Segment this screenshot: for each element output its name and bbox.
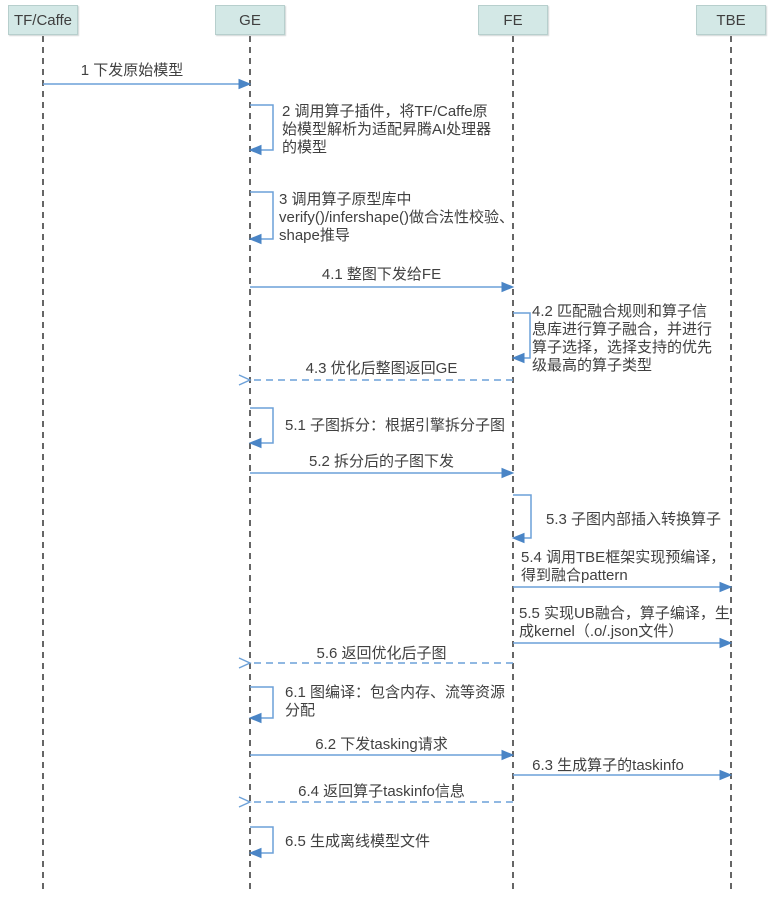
message-5.5-arrowhead-icon <box>719 637 733 649</box>
message-6.5-label: 6.5 生成离线模型文件 <box>285 833 431 850</box>
message-4.3-open-arrowhead-icon <box>238 374 252 386</box>
actor-label-ge: GE <box>239 11 261 29</box>
message-6.1-label: 6.1 图编译：包含内存、流等资源 分配 <box>285 684 506 719</box>
message-5.1-self-loop <box>250 407 274 444</box>
message-4.2-label: 4.2 匹配融合规则和算子信 息库进行算子融合，并进行 算子选择，选择支持的优先… <box>532 303 713 374</box>
message-1-label: 1 下发原始模型 <box>80 62 184 79</box>
message-5.2-label: 5.2 拆分后的子图下发 <box>308 453 455 470</box>
message-5.5-label: 5.5 实现UB融合，算子编译，生 成kernel（.o/.json文件） <box>519 605 730 640</box>
message-4.2-arrowhead-icon <box>511 352 525 364</box>
actor-box-fe: FE <box>478 5 548 35</box>
message-2-arrowhead-icon <box>248 144 262 156</box>
message-5.6-label: 5.6 返回优化后子图 <box>316 645 447 662</box>
message-6.3-arrowhead-icon <box>719 769 733 781</box>
message-5.3-label: 5.3 子图内部插入转换算子 <box>546 511 722 528</box>
message-6.1-arrowhead-icon <box>248 712 262 724</box>
message-1-arrowhead-icon <box>238 78 252 90</box>
message-6.5-self-loop <box>250 826 274 854</box>
message-6.5-arrowhead-icon <box>248 847 262 859</box>
message-5.6-open-arrowhead-icon <box>238 657 252 669</box>
message-4.1-arrowhead-icon <box>501 281 515 293</box>
actor-box-tbe: TBE <box>696 5 766 35</box>
message-5.4-arrowhead-icon <box>719 581 733 593</box>
message-4.1-label: 4.1 整图下发给FE <box>321 266 442 283</box>
message-6.2-label: 6.2 下发tasking请求 <box>315 736 448 753</box>
actor-box-ge: GE <box>215 5 285 35</box>
message-5.4-label: 5.4 调用TBE框架实现预编译， 得到融合pattern <box>521 549 726 584</box>
actor-label-tf-caffe: TF/Caffe <box>13 11 73 29</box>
message-3-arrowhead-icon <box>248 233 262 245</box>
message-6.2-arrowhead-icon <box>501 749 515 761</box>
message-6.4-open-arrowhead-icon <box>238 796 252 808</box>
message-5.3-self-loop <box>513 494 532 539</box>
message-2-label: 2 调用算子插件，将TF/Caffe原 始模型解析为适配昇腾AI处理器 的模型 <box>282 103 492 156</box>
message-6.1-self-loop <box>250 686 274 719</box>
message-5.2-arrowhead-icon <box>501 467 515 479</box>
message-5.1-arrowhead-icon <box>248 437 262 449</box>
actor-box-tf-caffe: TF/Caffe <box>8 5 78 35</box>
message-5.1-label: 5.1 子图拆分：根据引擎拆分子图 <box>285 417 506 434</box>
message-2-self-loop <box>250 104 274 151</box>
actor-label-tbe: TBE <box>716 11 746 29</box>
message-4.3-label: 4.3 优化后整图返回GE <box>305 360 458 377</box>
message-6.3-label: 6.3 生成算子的taskinfo <box>532 757 684 774</box>
message-5.3-arrowhead-icon <box>511 532 525 544</box>
actor-label-fe: FE <box>503 11 523 29</box>
message-3-self-loop <box>250 191 274 240</box>
message-4.2-self-loop <box>513 312 531 359</box>
message-6.4-label: 6.4 返回算子taskinfo信息 <box>298 783 465 800</box>
message-3-label: 3 调用算子原型库中 verify()/infershape()做合法性校验、 … <box>279 191 515 244</box>
